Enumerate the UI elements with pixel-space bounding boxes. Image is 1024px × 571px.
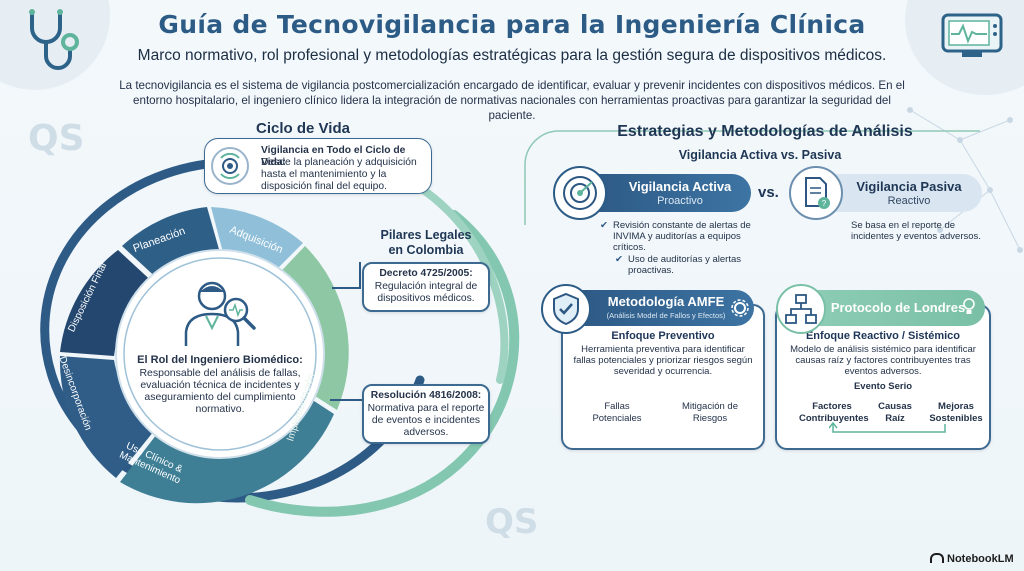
london-title: Protocolo de Londres xyxy=(830,300,966,315)
amfe-col2: Mitigación de Riesgos xyxy=(682,401,738,424)
london-focus: Enfoque Reactivo / Sistémico xyxy=(805,330,961,342)
monitor-icon xyxy=(941,13,1003,57)
resolution-title: Resolución 4816/2008: xyxy=(370,390,482,401)
passive-text: Se basa en el reporte de incidentes y ev… xyxy=(851,220,981,242)
strategies-subtitle: Vigilancia Activa vs. Pasiva xyxy=(678,148,842,162)
london-event: Evento Serio xyxy=(853,381,913,392)
callout-text: Desde la planeación y adquisición hasta … xyxy=(261,157,417,192)
active-item-2-text: Uso de auditorías y alertas proactivas. xyxy=(628,254,742,276)
hierarchy-icon xyxy=(776,284,826,334)
amfe-focus: Enfoque Preventivo xyxy=(611,330,715,342)
settings-gear-icon xyxy=(731,299,749,317)
engineer-icon xyxy=(184,281,256,346)
london-col2: Causas Raíz xyxy=(878,401,912,424)
london-text: Modelo de análisis sistémico para identi… xyxy=(790,344,976,377)
amfe-text: Herramienta preventiva para identificar … xyxy=(573,344,753,377)
brand-label: NotebookLM xyxy=(947,553,1014,565)
decree-card: Decreto 4725/2005: Regulación integral d… xyxy=(362,262,490,312)
passive-subtitle: Reactivo xyxy=(887,195,931,207)
gear-cycle-icon xyxy=(211,147,249,185)
decree-text: Regulación integral de dispositivos médi… xyxy=(374,281,478,304)
amfe-card: Enfoque Preventivo Herramienta preventiv… xyxy=(561,304,765,450)
active-subtitle: Proactivo xyxy=(657,195,703,207)
amfe-title: Metodología AMFE xyxy=(607,294,725,309)
strategies-frame xyxy=(524,130,980,225)
london-card: Enfoque Reactivo / Sistémico Modelo de a… xyxy=(775,304,991,450)
qs-logo: QS xyxy=(28,118,85,159)
network-decoration xyxy=(907,107,1023,253)
active-item-2: ✔ Uso de auditorías y alertas proactivas… xyxy=(615,254,768,276)
london-col1: Factores Contribuyentes xyxy=(799,401,869,424)
resolution-card: Resolución 4816/2008: Normativa para el … xyxy=(362,384,490,444)
resolution-text: Normativa para el reporte de eventos e i… xyxy=(367,403,485,438)
strategies-title: Estrategias y Metodologías de Análisis xyxy=(617,123,913,140)
active-title: Vigilancia Activa xyxy=(628,179,732,194)
lifecycle-title: Ciclo de Vida xyxy=(256,120,350,137)
notebooklm-brand: NotebookLM xyxy=(930,553,1014,565)
active-item-1: ✔ Revisión constante de alertas de INVIM… xyxy=(600,220,773,253)
page-subtitle: Marco normativo, rol profesional y metod… xyxy=(137,47,887,64)
svg-text:?: ? xyxy=(822,199,827,208)
london-col3: Mejoras Sostenibles xyxy=(929,401,983,424)
lifecycle-callout: Vigilancia en Todo el Ciclo de Vida: Des… xyxy=(204,138,432,194)
intro-paragraph: La tecnovigilancia es el sistema de vigi… xyxy=(119,79,905,122)
decree-title: Decreto 4725/2005: xyxy=(379,268,473,279)
amfe-col1: Fallas Potenciales xyxy=(592,401,642,424)
role-title: El Rol del Ingeniero Biomédico: xyxy=(137,354,303,366)
shield-check-icon xyxy=(541,284,591,334)
lightbulb-icon xyxy=(963,298,975,314)
active-item-1-text: Revisión constante de alertas de INVIMA … xyxy=(613,220,751,253)
stethoscope-icon xyxy=(29,9,79,70)
lifecycle-diagram xyxy=(40,157,519,517)
brand-logo-icon xyxy=(930,553,944,563)
amfe-pill: Metodología AMFE (Análisis Model de Fall… xyxy=(560,290,754,326)
page-title: Guía de Tecnovigilancia para la Ingenier… xyxy=(158,10,866,39)
passive-title: Vigilancia Pasiva xyxy=(856,179,962,194)
radar-icon xyxy=(553,166,607,220)
cycle-arrow xyxy=(829,422,946,433)
london-pill: Protocolo de Londres xyxy=(795,290,985,326)
role-text: Responsable del análisis de fallas, eval… xyxy=(139,367,301,415)
qs-logo-bottom: QS xyxy=(485,502,539,542)
check-icon: ✔ xyxy=(615,254,623,265)
versus-label: vs. xyxy=(758,184,779,201)
amfe-subtitle: (Análisis Model de Fallos y Efectos) xyxy=(606,311,726,320)
report-icon: ? xyxy=(789,166,843,220)
check-icon: ✔ xyxy=(600,220,608,231)
legal-title: Pilares Legales en Colombia xyxy=(380,228,472,257)
callout-title: Vigilancia en Todo el Ciclo de Vida: xyxy=(261,145,406,168)
